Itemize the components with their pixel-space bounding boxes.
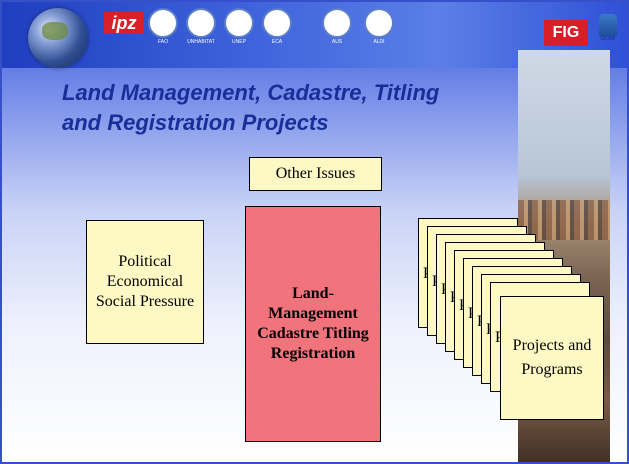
- oicrf-emblem-icon: [599, 14, 617, 36]
- aldi-emblem-icon: [364, 8, 394, 38]
- unhabitat-emblem-icon: [186, 8, 216, 38]
- slide-title: Land Management, Cadastre, Titling and R…: [62, 78, 542, 138]
- title-line-2: and Registration Projects: [62, 110, 329, 135]
- other-issues-box: Other Issues: [249, 157, 382, 191]
- fao-logo: FAO: [148, 8, 178, 45]
- title-line-1: Land Management, Cadastre, Titling: [62, 80, 440, 105]
- aus-emblem-icon: [322, 8, 352, 38]
- unep-logo: UNEP: [224, 8, 254, 45]
- political-pressure-box: Political Economical Social Pressure: [86, 220, 204, 344]
- oicrf-logo: OICRF: [594, 14, 622, 54]
- unhabitat-logo: UNHABITAT: [182, 8, 220, 45]
- project-card: P: [418, 218, 518, 328]
- project-card: P: [427, 226, 527, 336]
- aus-logo: AUS: [322, 8, 352, 45]
- fig-logo: FIG: [544, 20, 588, 46]
- fao-emblem-icon: [148, 8, 178, 38]
- unep-emblem-icon: [224, 8, 254, 38]
- ipz-logo: ipz: [104, 12, 144, 34]
- eca-emblem-icon: [262, 8, 292, 38]
- land-management-box: Land-Management Cadastre Titling Registr…: [245, 206, 381, 442]
- aldi-logo: ALDI: [364, 8, 394, 45]
- globe-icon: [28, 8, 88, 68]
- eca-logo: ECA: [262, 8, 292, 45]
